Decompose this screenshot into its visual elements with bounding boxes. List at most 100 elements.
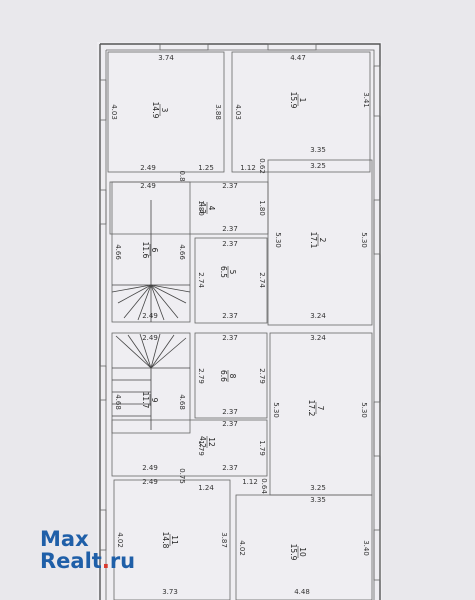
room-area: 11.7 <box>141 392 150 409</box>
dimension-r12-bl2: 2.49 <box>142 478 158 486</box>
room-label-7: 717.2 <box>307 400 325 417</box>
dimension-r2-right: 5.30 <box>360 232 368 248</box>
dimension-r2-top: 3.25 <box>310 162 326 170</box>
room-area: 6.5 <box>219 266 228 278</box>
staircase-upper <box>111 200 191 322</box>
room-5 <box>194 237 268 324</box>
dimension-r8-bot: 2.37 <box>222 408 238 416</box>
dimension-r1-bot: 3.35 <box>310 146 326 154</box>
dimension-c2-b: 0.64 <box>260 478 268 494</box>
dimension-r4-top-m: 0.8 <box>178 170 186 181</box>
dimension-r5-right: 2.74 <box>258 272 266 288</box>
room-label-8: 86.6 <box>219 370 237 382</box>
dimension-r7-right: 5.30 <box>360 402 368 418</box>
room-9 <box>111 332 191 434</box>
room-label-9: 911.7 <box>141 392 159 409</box>
dimension-r12-left: 1.79 <box>197 440 205 456</box>
room-label-1: 115.9 <box>289 92 307 109</box>
room-1 <box>231 51 371 173</box>
dimension-r10-left: 4.02 <box>238 540 246 556</box>
room-area: 14.9 <box>151 102 160 119</box>
room-10 <box>235 494 373 600</box>
room-number: 6 <box>150 248 159 253</box>
room-area: 14.8 <box>161 532 170 549</box>
dimension-r3-bot: 2.49 <box>140 164 156 172</box>
dimension-r3-left: 4.03 <box>110 104 118 120</box>
room-2 <box>267 159 373 326</box>
staircase-lower <box>112 333 190 430</box>
room-8 <box>194 332 268 419</box>
dimension-r1-right: 3.41 <box>362 92 370 108</box>
room-label-3: 314.9 <box>151 102 169 119</box>
dimension-r4-right: 1.80 <box>258 200 266 216</box>
room-number: 10 <box>298 547 307 557</box>
dimension-r8-right: 2.79 <box>258 368 266 384</box>
dimension-r7-bot: 3.25 <box>310 484 326 492</box>
dimension-c2-a: 1.12 <box>242 478 258 486</box>
dimension-r11-bot: 3.73 <box>162 588 178 596</box>
room-area: 17.2 <box>307 400 316 417</box>
room-area: 11.6 <box>141 242 150 259</box>
room-number: 9 <box>150 398 159 403</box>
dimension-r10-bot: 4.48 <box>294 588 310 596</box>
room-area: 4.2 <box>198 436 207 448</box>
room-number: 8 <box>228 374 237 379</box>
room-area: 17.1 <box>309 232 318 249</box>
dimension-r12-bl: 2.49 <box>142 464 158 472</box>
dimension-r11-top: 1.24 <box>198 484 214 492</box>
dimension-r12-bot: 2.37 <box>222 464 238 472</box>
dimension-r7-left: 5.30 <box>272 402 280 418</box>
dimension-r1-top: 4.47 <box>290 54 306 62</box>
room-number: 12 <box>207 437 216 447</box>
dimension-r11-left: 4.02 <box>116 532 124 548</box>
dimension-r6-right: 4.66 <box>178 244 186 260</box>
dimension-r2-bot: 3.24 <box>310 312 326 320</box>
dimension-r8-top: 2.37 <box>222 334 238 342</box>
dimension-r3-bot2: 1.25 <box>198 164 214 172</box>
dimension-r5-bot: 2.37 <box>222 312 238 320</box>
dimension-r4-top: 2.37 <box>222 182 238 190</box>
dimension-r12-top: 2.37 <box>222 420 238 428</box>
watermark-ru: ru <box>109 549 136 573</box>
room-label-5: 56.5 <box>219 266 237 278</box>
watermark-dot: . <box>101 549 110 573</box>
room-number: 5 <box>228 270 237 275</box>
room-number: 11 <box>170 535 179 545</box>
dimension-r5-top: 2.37 <box>222 240 238 248</box>
dimension-r8-left: 2.79 <box>197 368 205 384</box>
watermark-line1: Max <box>40 527 89 551</box>
room-label-6: 611.6 <box>141 242 159 259</box>
room-number: 4 <box>207 206 216 211</box>
room-number: 2 <box>318 238 327 243</box>
room-label-4: 44.3 <box>198 202 216 214</box>
room-3 <box>107 51 225 173</box>
dimension-r9-right: 4.68 <box>178 394 186 410</box>
room-area: 15.9 <box>289 544 298 561</box>
room-number: 1 <box>298 98 307 103</box>
dimension-r3-right: 3.88 <box>214 104 222 120</box>
room-area: 6.6 <box>219 370 228 382</box>
dimension-r6-left: 4.66 <box>114 244 122 260</box>
dimension-c-b: 0.62 <box>258 158 266 174</box>
room-label-2: 217.1 <box>309 232 327 249</box>
watermark-line2: Realt.ru <box>40 550 135 572</box>
dimension-r7-top: 3.24 <box>310 334 326 342</box>
dimension-r3-top: 3.74 <box>158 54 174 62</box>
room-number: 7 <box>316 406 325 411</box>
dimension-r11-right: 3.87 <box>220 532 228 548</box>
room-number: 3 <box>160 108 169 113</box>
dimension-r12-bm: 0.75 <box>178 468 186 484</box>
dimension-r4-top-l: 2.49 <box>140 182 156 190</box>
room-label-12: 124.2 <box>198 436 216 448</box>
dimension-r10-right: 3.40 <box>362 540 370 556</box>
dimension-r6-bot: 2.49 <box>142 312 158 320</box>
watermark-realt: Realt <box>40 549 102 573</box>
room-area: 4.3 <box>198 202 207 214</box>
room-12 <box>111 419 268 477</box>
dimension-r9-left: 4.68 <box>114 394 122 410</box>
room-area: 15.9 <box>289 92 298 109</box>
dimension-r4-left: 1.80 <box>197 200 205 216</box>
